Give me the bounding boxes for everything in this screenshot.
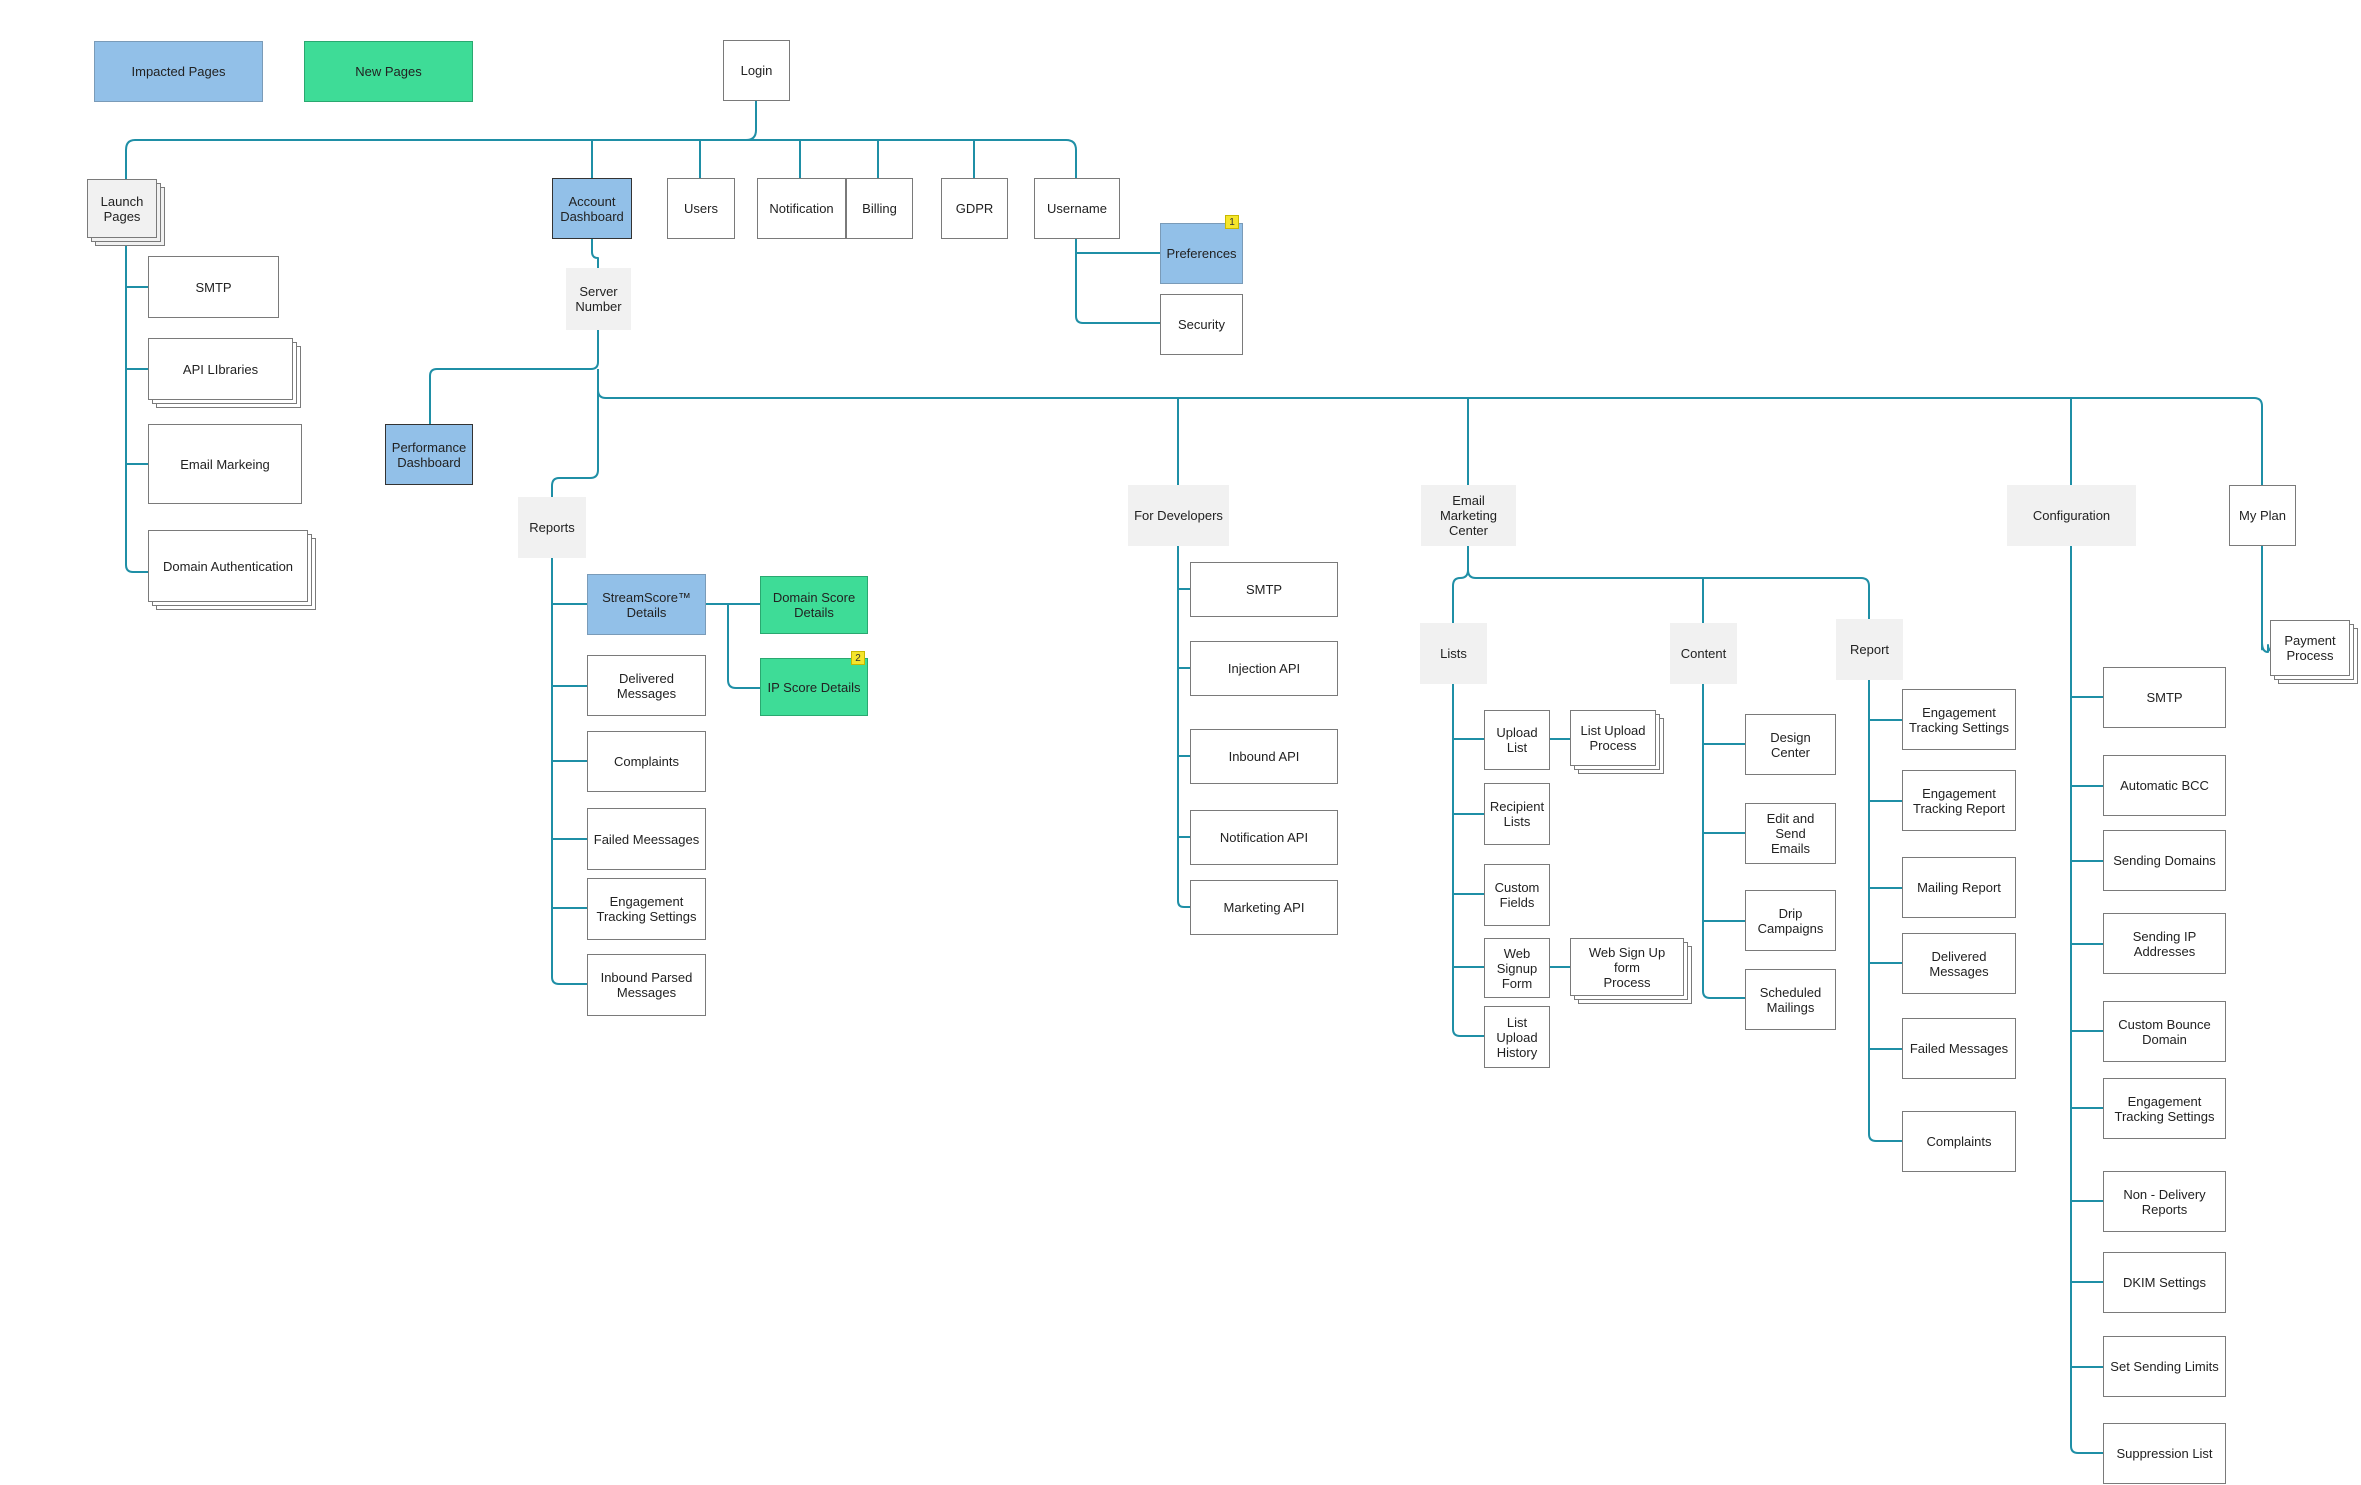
node-injection-api[interactable]: Injection API <box>1190 641 1338 696</box>
node-dev-smtp[interactable]: SMTP <box>1190 562 1338 617</box>
node-upload-list[interactable]: Upload List <box>1484 710 1550 770</box>
node-payment-process[interactable]: Payment Process <box>2270 620 2350 676</box>
node-failed-messages[interactable]: Failed Meessages <box>587 808 706 870</box>
node-account-dashboard[interactable]: Account Dashboard <box>552 178 632 239</box>
node-ip-score-details[interactable]: IP Score Details <box>760 658 868 716</box>
node-login[interactable]: Login <box>723 40 790 101</box>
node-list-upload-process[interactable]: List Upload Process <box>1570 710 1656 766</box>
node-config-dkim[interactable]: DKIM Settings <box>2103 1252 2226 1313</box>
node-notification-api[interactable]: Notification API <box>1190 810 1338 865</box>
node-config-suppression[interactable]: Suppression List <box>2103 1423 2226 1484</box>
node-web-signup-form[interactable]: Web Signup Form <box>1484 938 1550 998</box>
node-notification[interactable]: Notification <box>757 178 846 239</box>
legend-new: New Pages <box>304 41 473 102</box>
node-config-sending-ip[interactable]: Sending IP Addresses <box>2103 913 2226 974</box>
node-edit-and-send-emails[interactable]: Edit and Send Emails <box>1745 803 1836 864</box>
node-report-delivered[interactable]: Delivered Messages <box>1902 933 2016 994</box>
node-config-automatic-bcc[interactable]: Automatic BCC <box>2103 755 2226 816</box>
node-users[interactable]: Users <box>667 178 735 239</box>
node-complaints[interactable]: Complaints <box>587 731 706 792</box>
node-api-libraries[interactable]: API LIbraries <box>148 338 293 400</box>
node-config-engagement[interactable]: Engagement Tracking Settings <box>2103 1078 2226 1139</box>
node-server-number[interactable]: Server Number <box>566 268 631 330</box>
node-list-upload-history[interactable]: List Upload History <box>1484 1006 1550 1068</box>
node-report-mailing[interactable]: Mailing Report <box>1902 857 2016 918</box>
node-lists[interactable]: Lists <box>1420 623 1487 684</box>
node-inbound-api[interactable]: Inbound API <box>1190 729 1338 784</box>
node-web-signup-process[interactable]: Web Sign Up form Process <box>1570 938 1684 996</box>
node-preferences[interactable]: Preferences <box>1160 223 1243 284</box>
node-config-non-delivery[interactable]: Non - Delivery Reports <box>2103 1171 2226 1232</box>
node-inbound-parsed-messages[interactable]: Inbound Parsed Messages <box>587 954 706 1016</box>
node-gdpr[interactable]: GDPR <box>941 178 1008 239</box>
node-config-sending-limits[interactable]: Set Sending Limits <box>2103 1336 2226 1397</box>
node-engagement-tracking-settings[interactable]: Engagement Tracking Settings <box>587 878 706 940</box>
node-report-complaints[interactable]: Complaints <box>1902 1111 2016 1172</box>
node-email-marketing[interactable]: Email Markeing <box>148 424 302 504</box>
node-recipient-lists[interactable]: Recipient Lists <box>1484 783 1550 845</box>
node-my-plan[interactable]: My Plan <box>2229 485 2296 546</box>
node-security[interactable]: Security <box>1160 294 1243 355</box>
node-config-smtp[interactable]: SMTP <box>2103 667 2226 728</box>
node-launch-pages[interactable]: Launch Pages <box>87 179 157 238</box>
node-streamscore-details[interactable]: StreamScore™ Details <box>587 574 706 635</box>
node-performance-dashboard[interactable]: Performance Dashboard <box>385 424 473 485</box>
node-scheduled-mailings[interactable]: Scheduled Mailings <box>1745 969 1836 1030</box>
node-billing[interactable]: Billing <box>846 178 913 239</box>
node-custom-fields[interactable]: Custom Fields <box>1484 864 1550 926</box>
node-report-failed[interactable]: Failed Messages <box>1902 1018 2016 1079</box>
node-marketing-api[interactable]: Marketing API <box>1190 880 1338 935</box>
node-config-bounce-domain[interactable]: Custom Bounce Domain <box>2103 1001 2226 1062</box>
node-for-developers[interactable]: For Developers <box>1128 485 1229 546</box>
badge-1: 1 <box>1225 215 1239 229</box>
node-email-marketing-center[interactable]: Email Marketing Center <box>1421 485 1516 546</box>
node-design-center[interactable]: Design Center <box>1745 714 1836 775</box>
node-report[interactable]: Report <box>1836 619 1903 680</box>
node-content[interactable]: Content <box>1670 623 1737 684</box>
node-report-engagement-report[interactable]: Engagement Tracking Report <box>1902 770 2016 831</box>
node-domain-authentication[interactable]: Domain Authentication <box>148 530 308 602</box>
node-launch-smtp[interactable]: SMTP <box>148 256 279 318</box>
node-report-engagement-settings[interactable]: Engagement Tracking Settings <box>1902 689 2016 750</box>
node-username[interactable]: Username <box>1034 178 1120 239</box>
node-config-sending-domains[interactable]: Sending Domains <box>2103 830 2226 891</box>
legend-impacted: Impacted Pages <box>94 41 263 102</box>
badge-2: 2 <box>851 651 865 665</box>
node-delivered-messages[interactable]: Delivered Messages <box>587 655 706 716</box>
node-domain-score-details[interactable]: Domain Score Details <box>760 576 868 634</box>
node-reports[interactable]: Reports <box>518 497 586 558</box>
node-drip-campaigns[interactable]: Drip Campaigns <box>1745 890 1836 951</box>
node-configuration[interactable]: Configuration <box>2007 485 2136 546</box>
